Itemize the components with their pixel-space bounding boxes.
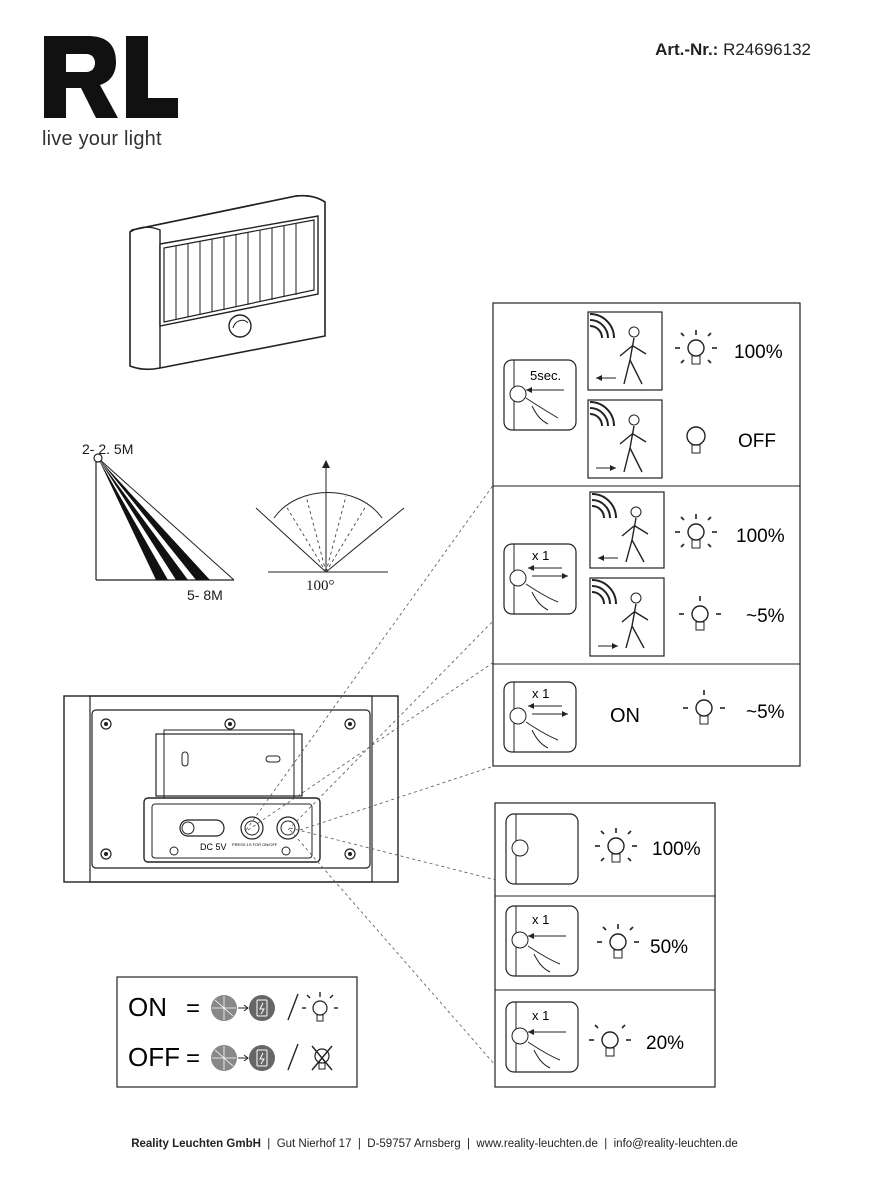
battery-icon [249, 1045, 275, 1071]
motion-person-icon [589, 577, 665, 657]
solar-lamp-illustration [129, 194, 326, 371]
brightness-button-label-2: x 1 [532, 912, 549, 927]
on-off-legend: ON = OFF = [116, 976, 358, 1088]
brightness-level-2: 50% [650, 937, 688, 958]
row3-mode: ON [610, 705, 640, 727]
article-number: Art.-Nr.: R24696132 [655, 40, 811, 60]
row2-button-label: x 1 [532, 548, 549, 563]
solar-panel-icon [211, 995, 237, 1021]
button-icon [505, 813, 579, 885]
row3-level: ~5% [746, 702, 785, 723]
footer-company: Reality Leuchten GmbH [131, 1138, 261, 1150]
bulb-low-icon [589, 1024, 631, 1057]
bulb-dim-icon [679, 596, 721, 631]
footer-email-link[interactable]: info@reality-leuchten.de [613, 1138, 738, 1150]
solar-panel-icon [211, 1045, 237, 1071]
footer-sep: | [604, 1138, 608, 1150]
bulb-off-icon [311, 1045, 333, 1071]
legend-on-label: ON [128, 992, 167, 1022]
motion-mode-panel: 5sec. 100% OFF x 1 [492, 302, 801, 767]
motion-person-icon [587, 399, 663, 479]
bulb-on-icon [675, 330, 717, 365]
row2-level-1: 100% [736, 526, 785, 547]
angle-label: 100° [306, 578, 335, 594]
brightness-panel: 100% x 1 50% x 1 20% [494, 802, 716, 1088]
range-label: 5- 8M [187, 587, 223, 603]
brand-logo [44, 36, 178, 118]
row1-level-1: 100% [734, 342, 783, 363]
article-label: Art.-Nr.: [655, 40, 719, 59]
footer: Reality Leuchten GmbH | Gut Nierhof 17 |… [0, 1138, 869, 1150]
height-label: 2- 2. 5M [82, 441, 134, 457]
bulb-on-icon [302, 992, 338, 1022]
bulb-on-icon [595, 828, 637, 863]
footer-street: Gut Nierhof 17 [276, 1138, 352, 1150]
motion-person-icon [589, 491, 665, 569]
battery-icon [249, 995, 275, 1021]
footer-sep: | [357, 1138, 361, 1150]
article-value: R24696132 [723, 40, 811, 59]
brand-tagline: live your light [42, 128, 162, 150]
footer-city: D-59757 Arnsberg [367, 1138, 461, 1150]
bulb-off-icon [686, 426, 706, 454]
row3-button-label: x 1 [532, 686, 549, 701]
button-press-icon [503, 359, 577, 431]
button-press-icon [505, 1001, 579, 1073]
detection-range-diagram [93, 453, 235, 581]
motion-person-icon [587, 311, 663, 391]
row1-button-label: 5sec. [530, 368, 561, 383]
button-press-icon [505, 905, 579, 977]
button-press-icon [503, 681, 577, 753]
row1-level-2: OFF [738, 431, 776, 452]
bulb-dim-icon [683, 690, 725, 725]
legend-on-eq: = [186, 995, 200, 1022]
button1-text: PRESS 1S FOR ON/OFF [232, 842, 278, 847]
button-press-icon [503, 543, 577, 615]
detection-angle-diagram [255, 460, 405, 573]
legend-off-label: OFF [128, 1042, 180, 1072]
bulb-mid-icon [597, 924, 639, 959]
footer-web-link[interactable]: www.reality-leuchten.de [476, 1138, 598, 1150]
brightness-level-1: 100% [652, 839, 701, 860]
row2-level-2: ~5% [746, 606, 785, 627]
brightness-level-3: 20% [646, 1033, 684, 1054]
legend-off-eq: = [186, 1045, 200, 1072]
lamp-back-panel: DC 5V PRESS 1S FOR ON/OFF [63, 695, 399, 883]
footer-sep: | [267, 1138, 271, 1150]
footer-sep: | [467, 1138, 470, 1150]
switch-label: DC 5V [200, 842, 227, 852]
bulb-on-icon [675, 514, 717, 549]
brightness-button-label-3: x 1 [532, 1008, 549, 1023]
